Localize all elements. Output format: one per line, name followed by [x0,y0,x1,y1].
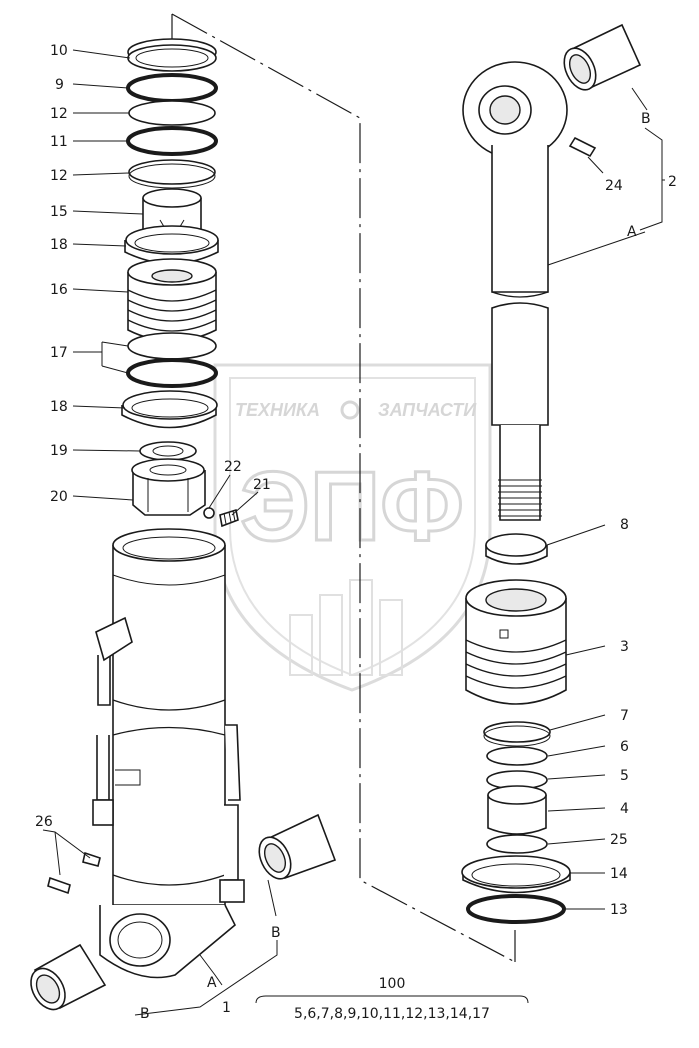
label-1: 1 [222,1000,231,1016]
label-B-right: B [641,111,651,127]
label-9: 9 [55,77,64,93]
part-20-nut [131,458,206,516]
part-8-collar [485,533,548,565]
part-25-snap-ring [486,834,548,854]
label-26: 26 [35,814,53,830]
label-4: 4 [620,801,629,817]
label-25: 25 [610,832,628,848]
label-3: 3 [620,639,629,655]
label-6: 6 [620,739,629,755]
part-bushing-middle [258,813,337,880]
part-17-seal-set [126,332,218,388]
label-13: 13 [610,902,628,918]
label-A-rod: A [627,224,637,240]
watermark-text-right: ЗАПЧАСТИ [378,400,477,420]
label-7: 7 [620,708,629,724]
label-18-lower: 18 [50,399,68,415]
part-10-wiper-ring [127,38,217,72]
watermark-big-letters: ЭПФ [240,451,464,561]
part-22-ball [203,507,215,519]
leader-lines [42,49,665,1016]
watermark-tools-icon [289,579,403,676]
label-16: 16 [50,282,68,298]
kit-number: 100 [379,976,406,992]
label-15: 15 [50,204,68,220]
label-11: 11 [50,134,68,150]
part-7-ring [483,721,551,747]
part-1-cylinder-body [92,528,245,979]
part-labels: 10 9 12 11 12 15 18 16 17 18 19 20 22 21… [35,43,677,1022]
part-18-ring-lower [121,390,218,429]
part-9-o-ring [126,73,218,103]
label-22: 22 [224,459,242,475]
label-A-body: A [207,975,217,991]
label-10: 10 [50,43,68,59]
label-18-upper: 18 [50,237,68,253]
watermark-gear-icon [340,400,360,420]
part-12-backup-ring-lower [128,159,216,189]
part-18-ring-upper [124,225,219,265]
watermark-text-left: ТЕХНИКА [235,400,320,420]
part-19-washer [139,441,197,461]
part-12-backup-ring-upper [128,100,216,126]
label-12-lower: 12 [50,168,68,184]
label-2: 2 [668,174,677,190]
label-24: 24 [605,178,623,194]
label-5: 5 [620,768,629,784]
part-bushing-top-right [563,23,642,91]
repair-kit-callout: 100 5,6,7,8,9,10,11,12,13,14,17 [255,976,529,1022]
part-11-o-ring [126,126,218,156]
kit-contents: 5,6,7,8,9,10,11,12,13,14,17 [294,1006,490,1022]
label-21: 21 [253,477,271,493]
label-20: 20 [50,489,68,505]
label-B-middle: B [271,925,281,941]
part-14-ring [461,855,571,894]
label-17: 17 [50,345,68,361]
label-8: 8 [620,517,629,533]
watermark-shield [213,363,492,692]
part-bushing-left [30,943,107,1011]
part-4-bushing [487,785,547,835]
label-B-left: B [140,1006,150,1022]
part-6-seal [486,746,548,766]
watermark: ТЕХНИКА ЗАПЧАСТИ ЭПФ [213,363,492,692]
part-3-cylinder-head [465,579,567,705]
kit-brace [255,995,529,1004]
label-12-upper: 12 [50,106,68,122]
part-13-o-ring [466,894,566,924]
part-16-piston [127,258,217,342]
part-24-grease-fitting [568,136,597,158]
part-26-grease-fittings [47,851,101,895]
part-2-piston-rod [462,61,568,521]
label-19: 19 [50,443,68,459]
label-14: 14 [610,866,628,882]
